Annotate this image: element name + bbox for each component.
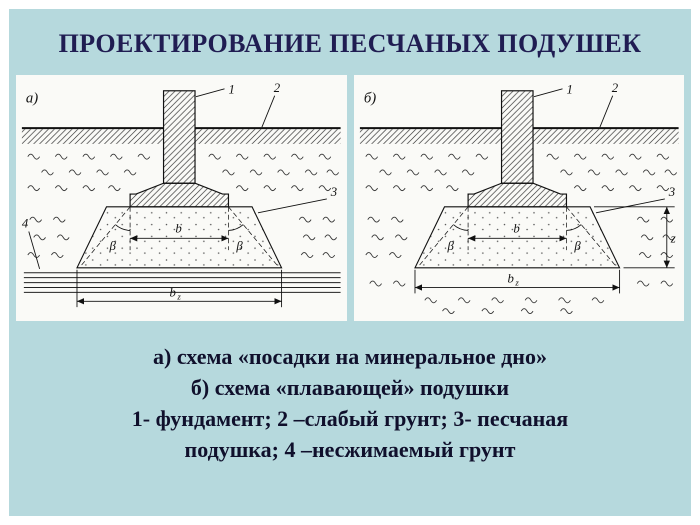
pressure-distribution-lines [418,206,616,267]
callout-3-label: 3 [330,185,337,199]
caption-line-legend-1: 1- фундамент; 2 –слабый грунт; 3- песчан… [131,406,569,431]
topsoil-hatch-left [359,129,502,144]
callout-3-leader [595,198,665,214]
dim-bz-subscript: z [176,291,181,301]
page-title: ПРОЕКТИРОВАНИЕ ПЕСЧАНЫХ ПОДУШЕК [58,29,642,58]
dim-b-label: b [513,221,519,235]
diagram-a-panel: а) [16,75,347,321]
sand-cushion-shape [413,206,620,269]
dim-z-label: z [669,231,675,245]
caption-line-legend-2: подушка; 4 –несжимаемый грунт [184,437,516,462]
diagram-b-panel: б) [353,75,684,321]
topsoil-hatch-right [532,129,679,144]
callout-2-label: 2 [274,81,281,95]
foundation-footing-shape [467,182,567,208]
foundation-column-shape [500,90,534,184]
dim-b-label: b [175,221,181,235]
callout-3-label: 3 [667,185,674,199]
callout-4-label: 4 [22,217,29,231]
subfigure-label-a: а) [26,91,38,107]
dim-z-extension-lines [593,206,675,269]
beta-arc-right [565,224,582,231]
beta-label-right: β [573,239,581,253]
dim-bz-label: b [169,285,175,299]
callout-3-leader [257,198,327,214]
callout-2-leader [261,95,276,128]
foundation-column-shape [162,90,196,184]
beta-label-right: β [235,239,243,253]
callout-1-label: 1 [228,83,234,97]
diagram-a: а) [21,81,341,308]
caption: а) схема «посадки на минеральное дно» б)… [132,341,568,465]
topsoil-hatch-right [195,129,341,144]
beta-label-left: β [108,239,116,253]
callout-1-leader [195,88,225,98]
callout-1-label: 1 [566,83,572,97]
caption-line-b: б) схема «плавающей» подушки [190,375,510,400]
dim-bz-subscript: z [514,278,519,288]
pressure-distribution-lines [80,206,278,267]
incompressible-layer-stripes [23,272,341,293]
diagram-b: б) [359,81,679,315]
foundation-footing-shape [129,182,230,208]
beta-arc-left [452,224,468,231]
sand-cushion-shape [76,206,283,269]
topsoil-hatch-left [21,129,164,144]
subfigure-label-b: б) [363,91,375,107]
beta-arc-right [228,224,244,231]
beta-arc-left [115,224,131,231]
callout-1-leader [533,88,563,98]
diagram-panels: а) [16,75,684,321]
caption-line-a: а) схема «посадки на минеральное дно» [153,344,547,369]
callout-2-label: 2 [611,81,618,95]
slide-background: ПРОЕКТИРОВАНИЕ ПЕСЧАНЫХ ПОДУШЕК [9,9,691,516]
dim-bz-label: b [507,272,513,286]
callout-4-leader [28,231,41,269]
callout-2-leader [598,95,613,128]
beta-label-left: β [446,239,454,253]
